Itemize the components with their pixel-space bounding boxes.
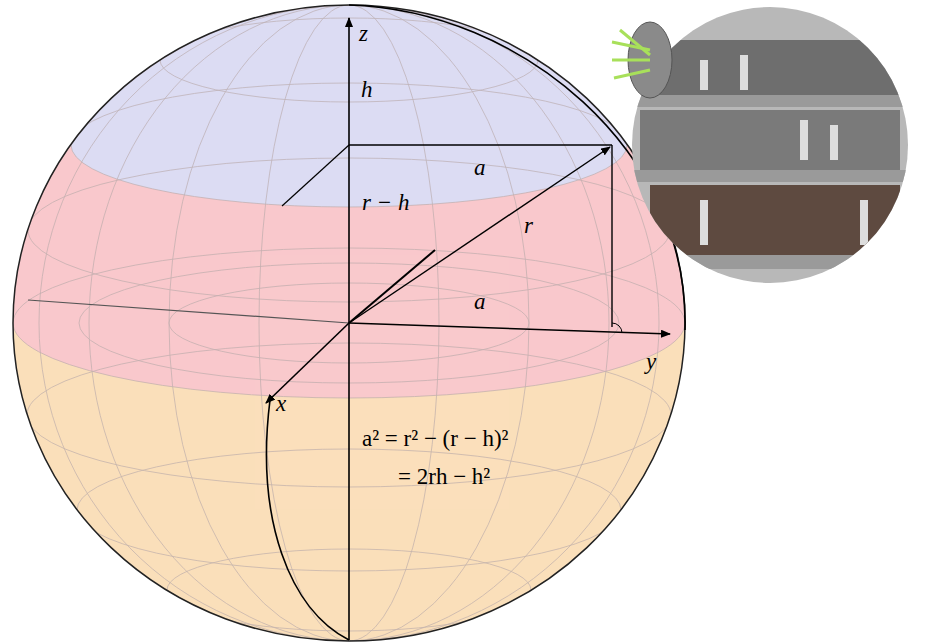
math-label: z: [359, 22, 368, 45]
math-label: a: [474, 290, 486, 313]
formula-text: = 2rh − h²: [398, 465, 490, 488]
math-label: x: [276, 392, 286, 415]
math-label: r − h: [362, 191, 409, 214]
death-star-picture: [620, 0, 920, 290]
math-label: y: [646, 350, 656, 373]
formula-text: a² = r² − (r − h)²: [362, 427, 508, 450]
math-label: a: [474, 156, 486, 179]
math-label: r: [524, 214, 533, 237]
math-label: h: [361, 78, 373, 101]
